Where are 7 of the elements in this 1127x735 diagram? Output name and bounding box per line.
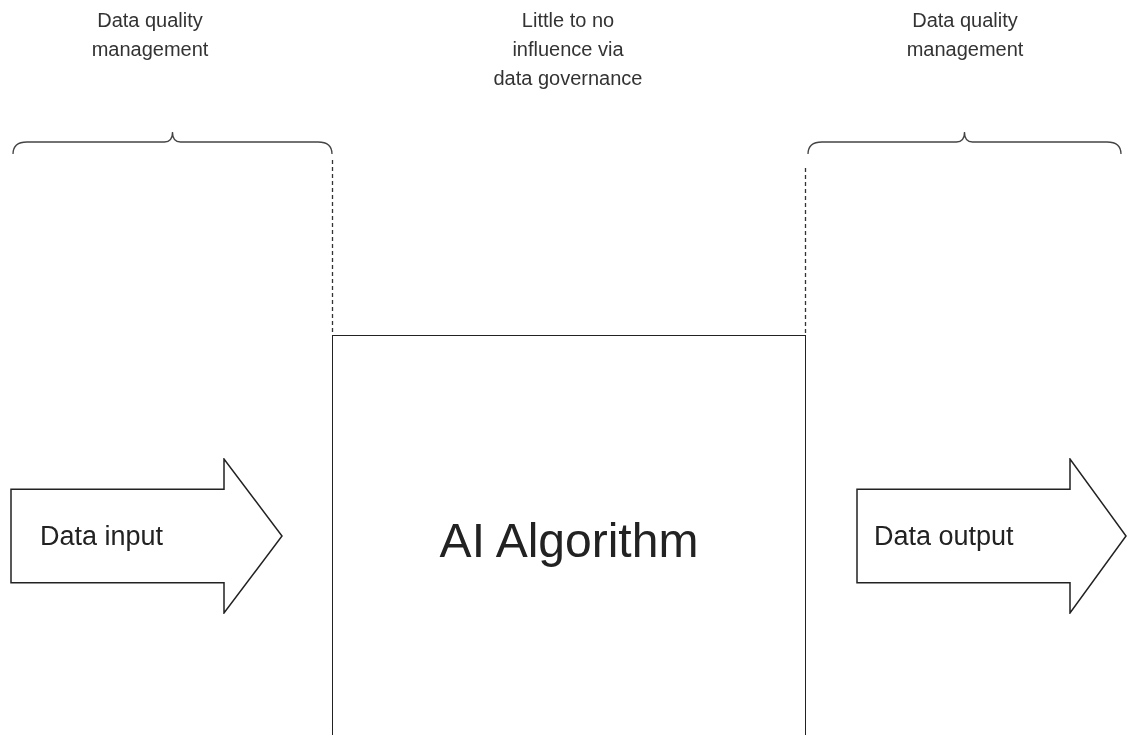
- annotation-text: Data quality management: [90, 8, 210, 62]
- arrow-label: Data output: [874, 520, 1014, 552]
- arrow-label: Data input: [40, 520, 164, 552]
- annotation-text: Little to no influence via data governance: [493, 8, 643, 91]
- algorithm-box: [332, 335, 806, 735]
- box-title: AI Algorithm: [439, 513, 699, 568]
- annotation-text: Data quality management: [905, 8, 1025, 62]
